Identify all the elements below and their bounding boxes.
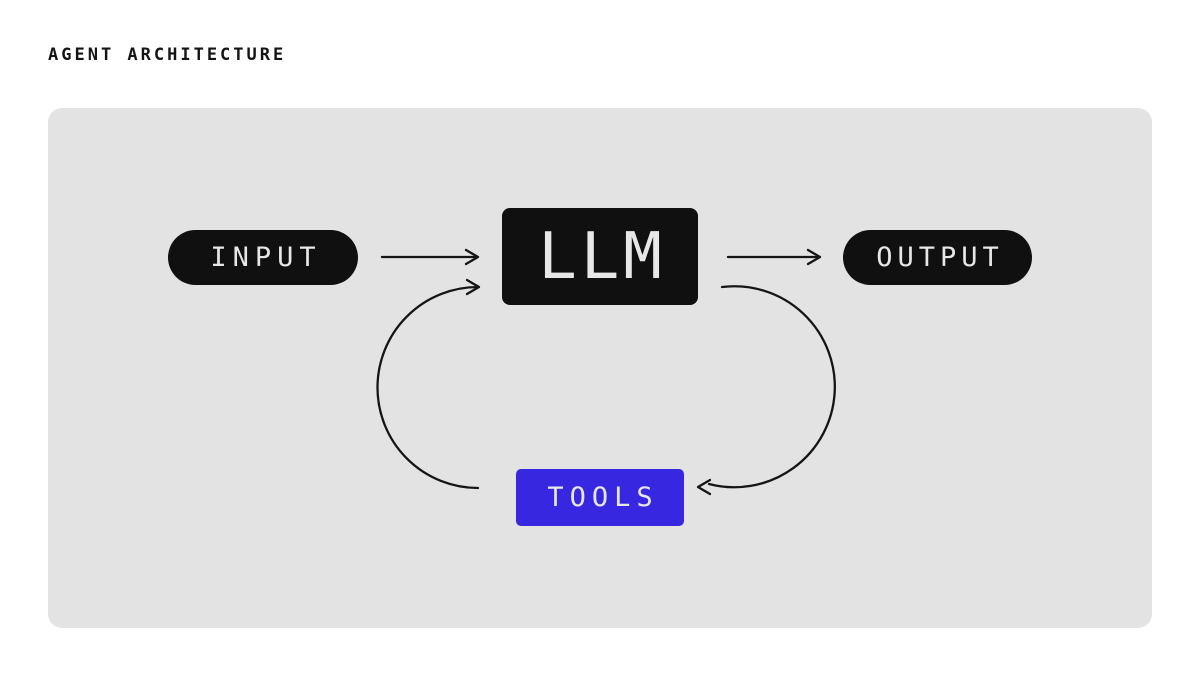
node-input-label: INPUT [210,242,322,273]
arrowhead-llm-to-output-icon [806,248,822,266]
diagram-title: AGENT ARCHITECTURE [48,45,287,65]
arrowhead-llm-to-tools-icon [696,478,712,496]
edges-layer [376,248,836,496]
node-tools-label: TOOLS [547,482,659,513]
edge-tools-to-llm [376,285,480,490]
node-input: INPUT [168,230,358,285]
edge-llm-to-tools [707,285,836,489]
node-output-label: OUTPUT [876,242,1004,273]
node-output: OUTPUT [843,230,1032,285]
diagram-canvas: INPUT LLM OUTPUT TOOLS [48,108,1152,628]
node-llm: LLM [502,208,698,305]
node-llm-label: LLM [538,219,666,294]
arrowhead-tools-to-llm-icon [465,278,481,296]
arrowhead-input-to-llm-icon [464,248,480,266]
node-tools: TOOLS [516,469,684,526]
